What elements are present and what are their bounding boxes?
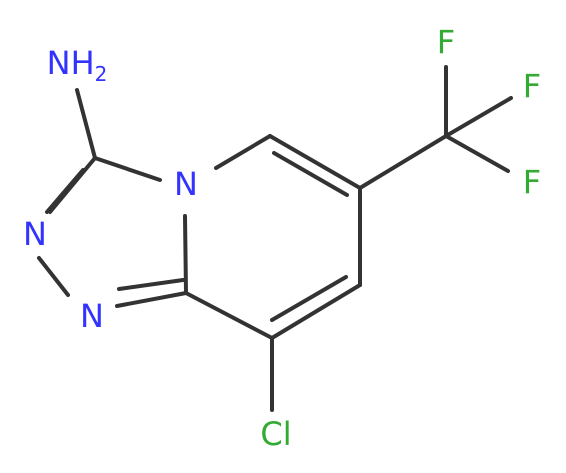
bond-n4-c5 — [214, 134, 272, 170]
bond-n1-c8a-b — [117, 278, 185, 291]
nitrogen-upper-left: N — [23, 215, 47, 253]
bond-n4-c8a — [183, 214, 188, 295]
bond-c8-c8a — [184, 291, 274, 340]
bond-c7-c8-a — [270, 283, 362, 340]
bond-nh2-c3 — [75, 88, 97, 160]
atom-labels: NH2 N N N Cl F F F — [23, 23, 541, 453]
bonds — [37, 65, 513, 412]
bond-n1-c8a-a — [115, 291, 188, 308]
bond-cf3-fright — [444, 96, 513, 138]
bond-cf3-fbottom — [444, 134, 510, 173]
nh2-label: NH2 — [47, 44, 108, 86]
bond-c7-c8-b — [270, 275, 348, 322]
nh2-text: NH2 — [47, 44, 108, 86]
bond-n2-n1 — [37, 256, 70, 297]
fluorine-bottom: F — [523, 163, 541, 201]
bond-c5-c6-a — [268, 134, 362, 190]
fluorine-right: F — [523, 67, 541, 105]
fluorine-top: F — [437, 23, 455, 61]
chlorine-label: Cl — [260, 415, 291, 453]
bond-c5-c6-b — [272, 151, 349, 197]
bond-c3-n2-b — [45, 168, 85, 214]
nitrogen-bridgehead: N — [174, 165, 198, 203]
nitrogen-lower-left: N — [80, 297, 104, 335]
bond-c3-n4 — [93, 156, 162, 182]
bond-c6-cf3 — [358, 134, 448, 190]
